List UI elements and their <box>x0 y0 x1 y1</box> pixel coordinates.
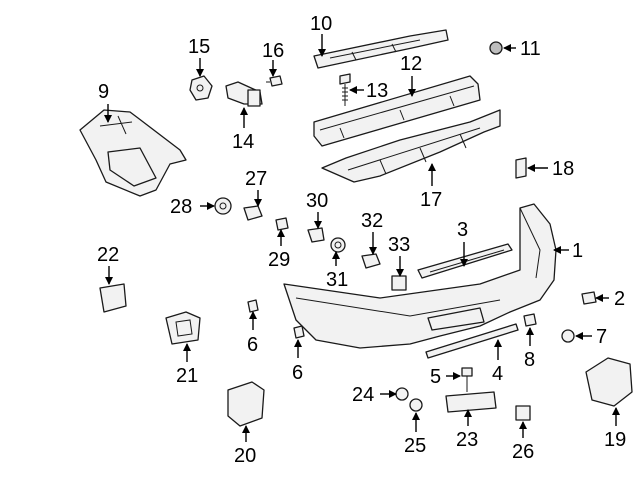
part-26-block <box>515 405 531 421</box>
part-5-pin <box>461 367 473 392</box>
callout-27: 27 <box>245 168 267 190</box>
part-19-cover <box>585 357 633 407</box>
part-31-washer <box>330 237 346 253</box>
part-12-impact-bar <box>313 75 481 147</box>
callout-33: 33 <box>388 234 410 256</box>
part-25-washer <box>409 398 423 412</box>
callout-30: 30 <box>306 190 328 212</box>
part-2-clip <box>581 291 597 305</box>
part-7-nut <box>561 329 575 343</box>
part-27-sensor <box>243 205 263 221</box>
callout-20: 20 <box>234 445 256 467</box>
part-28-grommet <box>214 197 232 215</box>
callout-15: 15 <box>188 36 210 58</box>
callout-16: 16 <box>262 40 284 62</box>
callout-7: 7 <box>596 326 607 348</box>
part-9-side-bracket <box>79 109 187 197</box>
callout-28: 28 <box>170 196 192 218</box>
part-14-mount <box>225 81 263 107</box>
part-1-bumper-cover <box>283 203 557 349</box>
part-10-reinforcement-bar <box>313 29 449 69</box>
callout-25: 25 <box>404 435 426 457</box>
part-20-cap <box>227 381 265 427</box>
callout-11: 11 <box>520 38 541 60</box>
callout-10: 10 <box>310 13 332 35</box>
callout-31: 31 <box>326 269 348 291</box>
part-3-trim-strip <box>417 243 513 279</box>
callout-18: 18 <box>552 158 574 180</box>
part-16-screw <box>266 75 283 87</box>
callout-2: 2 <box>614 288 625 310</box>
part-6-clip-b <box>293 325 305 339</box>
callout-5: 5 <box>430 366 441 388</box>
part-13-bolt <box>339 73 351 106</box>
part-22-cap <box>99 283 127 313</box>
callout-26: 26 <box>512 441 534 463</box>
callout-13: 13 <box>366 80 388 102</box>
part-8-clip <box>523 313 537 327</box>
callout-32: 32 <box>361 210 383 232</box>
part-17-absorber <box>321 109 501 183</box>
callout-1: 1 <box>572 240 583 262</box>
part-33-mount <box>391 275 407 291</box>
callout-12: 12 <box>400 53 422 75</box>
callout-6a: 6 <box>247 334 258 356</box>
callout-9: 9 <box>98 81 109 103</box>
callout-8: 8 <box>524 349 535 371</box>
part-30-sensor <box>307 227 325 243</box>
callout-3: 3 <box>457 219 468 241</box>
part-18-clip <box>515 157 527 179</box>
part-24-washer <box>395 387 409 401</box>
callout-6b: 6 <box>292 362 303 384</box>
callout-23: 23 <box>456 429 478 451</box>
part-29-holder <box>275 217 289 231</box>
part-6-clip-a <box>247 299 259 313</box>
callout-labels: 1 2 3 4 5 6 6 7 8 9 10 11 12 13 14 15 16… <box>97 13 626 467</box>
callout-14: 14 <box>232 131 254 153</box>
leaders <box>104 34 620 442</box>
callout-19: 19 <box>604 429 626 451</box>
part-4-lower-strip <box>425 323 519 359</box>
callout-29: 29 <box>268 249 290 271</box>
part-21-bracket <box>165 311 201 345</box>
callout-21: 21 <box>176 365 198 387</box>
callout-17: 17 <box>420 189 442 211</box>
part-32-bracket <box>361 253 381 269</box>
callout-22: 22 <box>97 244 119 266</box>
callout-24: 24 <box>352 384 374 406</box>
part-11-clip <box>489 41 503 55</box>
part-23-bracket <box>445 391 497 413</box>
callout-4: 4 <box>492 363 503 385</box>
part-15-bracket <box>189 75 213 101</box>
